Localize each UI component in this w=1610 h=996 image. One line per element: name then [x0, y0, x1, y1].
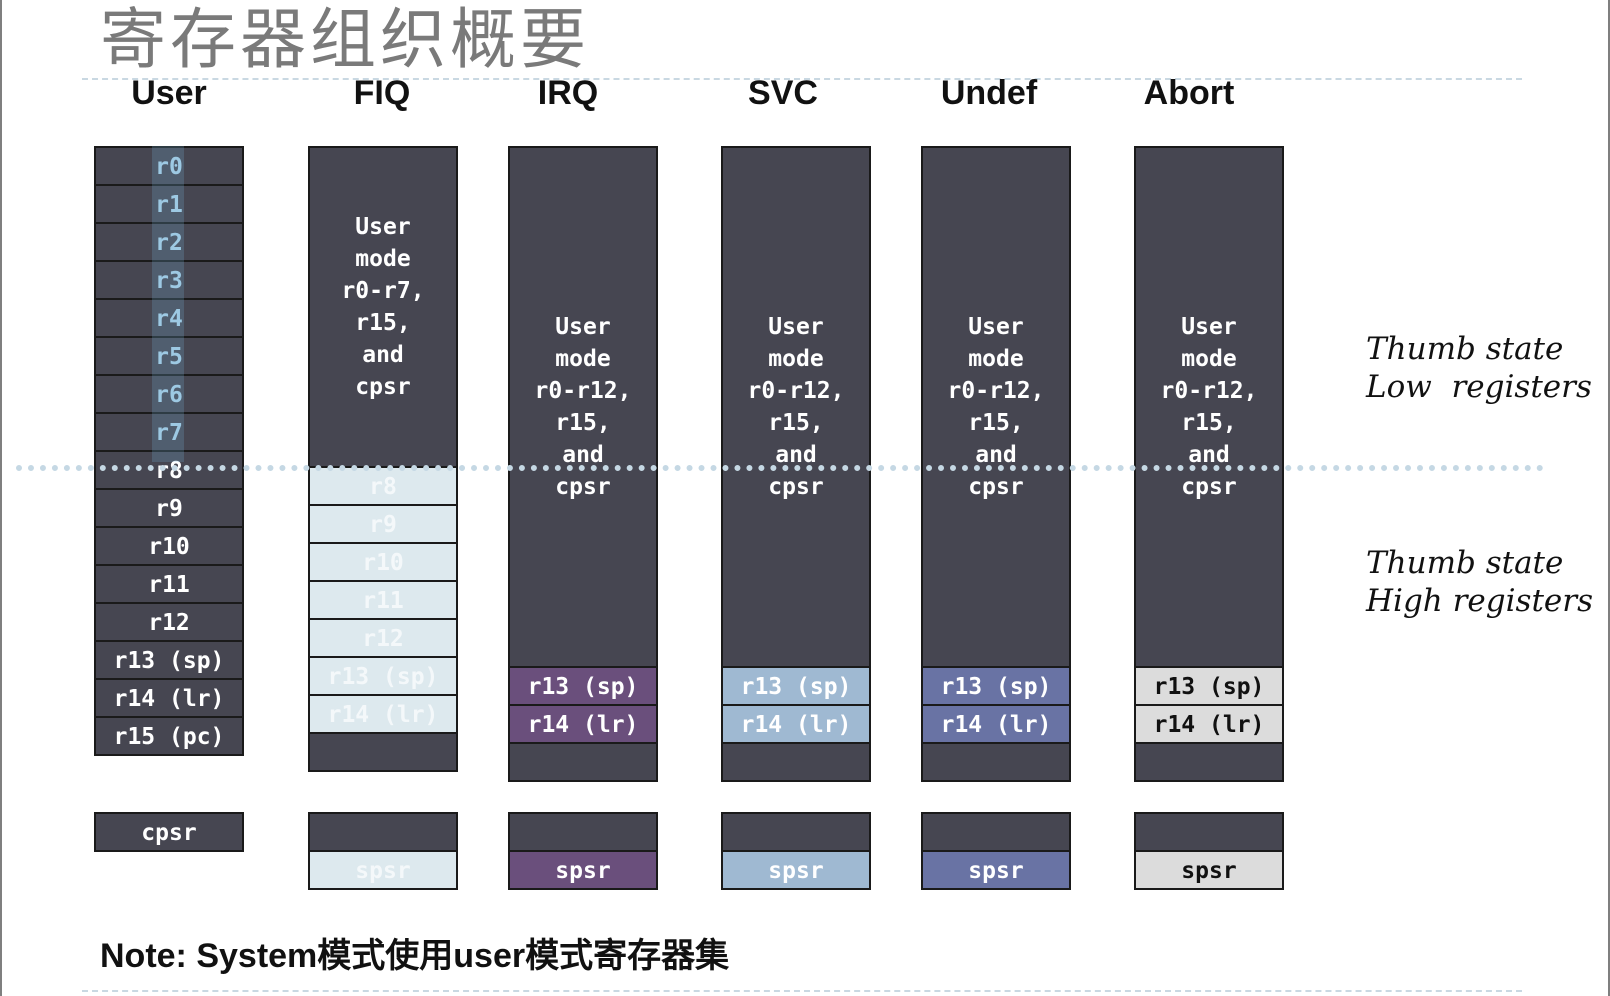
svc-psr-column: spsr — [721, 812, 871, 890]
fiq-banked-r14-lr: r14 (lr) — [308, 694, 458, 734]
mode-header-svc: SVC — [748, 74, 818, 112]
user-register-column: r0 r1 r2 r3 r4 r5 r6 r7 r8 r9 r10 r11 r1… — [94, 146, 244, 756]
mode-header-fiq: FIQ — [353, 74, 411, 112]
fiq-empty-r15-slot — [308, 732, 458, 772]
abort-register-column: User mode r0-r12, r15, and cpsr r13 (sp)… — [1134, 146, 1284, 782]
svc-empty-psr-slot — [721, 812, 871, 852]
undef-empty-psr-slot — [921, 812, 1071, 852]
mode-header-user: User — [131, 74, 207, 112]
undef-psr-column: spsr — [921, 812, 1071, 890]
mode-header-irq: IRQ — [537, 74, 599, 112]
register-r9: r9 — [94, 488, 244, 528]
undef-shared-block: User mode r0-r12, r15, and cpsr — [921, 146, 1071, 668]
mode-header-abort: Abort — [1143, 74, 1235, 112]
abort-banked-r14-lr: r14 (lr) — [1134, 704, 1284, 744]
register-r14-lr: r14 (lr) — [94, 678, 244, 718]
bottom-divider — [82, 990, 1522, 992]
fiq-empty-psr-slot — [308, 812, 458, 852]
irq-shared-block: User mode r0-r12, r15, and cpsr — [508, 146, 658, 668]
fiq-banked-r13-sp: r13 (sp) — [308, 656, 458, 696]
svc-shared-block: User mode r0-r12, r15, and cpsr — [721, 146, 871, 668]
register-r3: r3 — [94, 260, 244, 300]
fiq-banked-r9: r9 — [308, 504, 458, 544]
svc-spsr: spsr — [721, 850, 871, 890]
abort-empty-r15-slot — [1134, 742, 1284, 782]
svc-banked-r13-sp: r13 (sp) — [721, 666, 871, 706]
register-r2: r2 — [94, 222, 244, 262]
undef-banked-r14-lr: r14 (lr) — [921, 704, 1071, 744]
register-r4: r4 — [94, 298, 244, 338]
register-r13-sp: r13 (sp) — [94, 640, 244, 680]
irq-register-column: User mode r0-r12, r15, and cpsr r13 (sp)… — [508, 146, 658, 782]
fiq-banked-r11: r11 — [308, 580, 458, 620]
low-high-divider — [16, 465, 1544, 471]
abort-banked-r13-sp: r13 (sp) — [1134, 666, 1284, 706]
svc-register-column: User mode r0-r12, r15, and cpsr r13 (sp)… — [721, 146, 871, 782]
fiq-register-column: User mode r0-r7, r15, and cpsr r8 r9 r10… — [308, 146, 458, 772]
fiq-spsr: spsr — [308, 850, 458, 890]
abort-shared-block: User mode r0-r12, r15, and cpsr — [1134, 146, 1284, 668]
fiq-banked-r8: r8 — [308, 466, 458, 506]
undef-spsr: spsr — [921, 850, 1071, 890]
abort-spsr: spsr — [1134, 850, 1284, 890]
fiq-shared-block: User mode r0-r7, r15, and cpsr — [308, 146, 458, 468]
right-edge — [1608, 0, 1610, 996]
user-psr-column: cpsr — [94, 812, 244, 852]
svc-banked-r14-lr: r14 (lr) — [721, 704, 871, 744]
system-mode-note: Note: System模式使用user模式寄存器集 — [100, 937, 730, 975]
register-r12: r12 — [94, 602, 244, 642]
mode-header-undef: Undef — [940, 74, 1038, 112]
irq-empty-r15-slot — [508, 742, 658, 782]
thumb-high-registers-label: Thumb state High registers — [1366, 545, 1593, 619]
irq-banked-r13-sp: r13 (sp) — [508, 666, 658, 706]
left-edge — [0, 0, 2, 996]
svc-empty-r15-slot — [721, 742, 871, 782]
page-title: 寄存器组织概要 — [100, 1, 590, 78]
register-r15-pc: r15 (pc) — [94, 716, 244, 756]
abort-empty-psr-slot — [1134, 812, 1284, 852]
irq-spsr: spsr — [508, 850, 658, 890]
register-r5: r5 — [94, 336, 244, 376]
register-r11: r11 — [94, 564, 244, 604]
irq-empty-psr-slot — [508, 812, 658, 852]
register-r1: r1 — [94, 184, 244, 224]
fiq-banked-r10: r10 — [308, 542, 458, 582]
user-cpsr: cpsr — [94, 812, 244, 852]
undef-empty-r15-slot — [921, 742, 1071, 782]
fiq-banked-r12: r12 — [308, 618, 458, 658]
fiq-psr-column: spsr — [308, 812, 458, 890]
top-divider — [82, 78, 1522, 80]
register-r10: r10 — [94, 526, 244, 566]
irq-psr-column: spsr — [508, 812, 658, 890]
irq-banked-r14-lr: r14 (lr) — [508, 704, 658, 744]
register-r6: r6 — [94, 374, 244, 414]
undef-banked-r13-sp: r13 (sp) — [921, 666, 1071, 706]
register-r7: r7 — [94, 412, 244, 452]
undef-register-column: User mode r0-r12, r15, and cpsr r13 (sp)… — [921, 146, 1071, 782]
thumb-low-registers-label: Thumb state Low registers — [1366, 331, 1592, 405]
register-r0: r0 — [94, 146, 244, 186]
abort-psr-column: spsr — [1134, 812, 1284, 890]
